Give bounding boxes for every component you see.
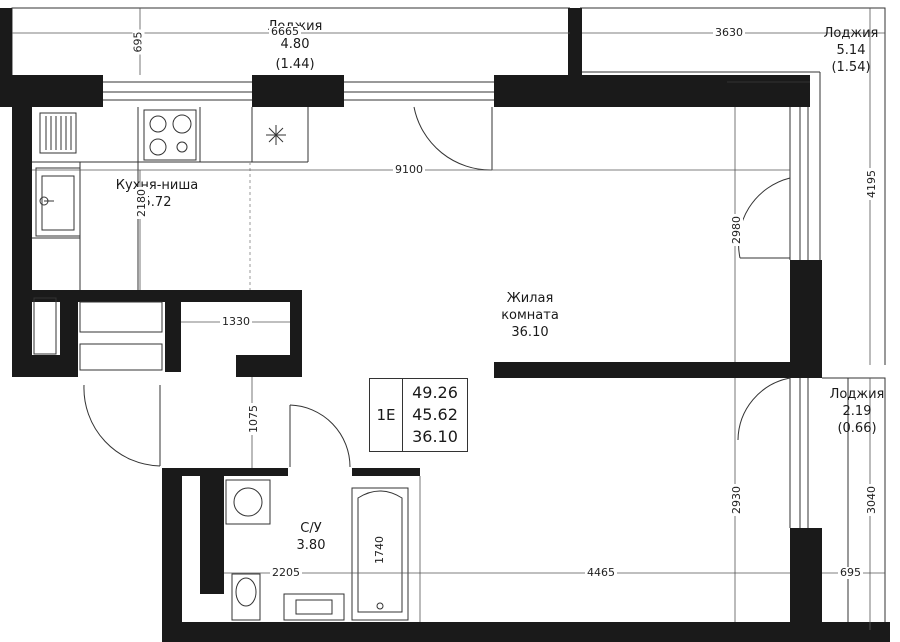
loggia-top-left-area: 4.80 (1.44)	[250, 36, 340, 73]
room-name-line1: Жилая	[506, 291, 554, 306]
dim-695-top: 695	[131, 29, 145, 55]
dim-1075: 1075	[247, 403, 260, 435]
wall-closet-mid	[165, 302, 181, 372]
closet-fixtures	[33, 297, 163, 371]
wall-closet-top	[32, 290, 302, 302]
wall-left-upper	[0, 8, 12, 75]
wall-right-upper	[790, 260, 822, 378]
wall-loggia-divider	[568, 8, 582, 75]
room-name: Лоджия	[823, 26, 879, 41]
wall-corridor-bottom	[236, 355, 302, 377]
room-area: 3.80	[296, 538, 326, 553]
dim-3630: 3630	[713, 26, 745, 39]
kitchen-label: Кухня-ниша 5.72	[102, 177, 212, 211]
dim-6665: 6665	[269, 25, 301, 38]
area-summary-table: 1Е 49.26 45.62 36.10	[369, 378, 468, 452]
dim-3040: 3040	[865, 484, 878, 516]
room-name: Кухня-ниша	[115, 178, 199, 193]
apartment-code: 1Е	[370, 379, 403, 451]
bathroom-fixtures	[225, 479, 409, 621]
dim-4465: 4465	[585, 566, 617, 579]
room-name: Лоджия	[829, 387, 885, 402]
wall-closet-bottom	[12, 355, 78, 377]
room-reduced-area: (1.54)	[831, 60, 871, 75]
kitchen-fixtures	[32, 107, 309, 290]
loggia-top-right-label: Лоджия 5.14 (1.54)	[806, 25, 896, 76]
wall-bottom	[162, 622, 890, 642]
wall-living-bottom	[494, 362, 822, 378]
dim-2980: 2980	[730, 214, 743, 246]
room-area: 4.80	[280, 37, 310, 52]
room-area: 2.19	[842, 404, 872, 419]
area-values: 49.26 45.62 36.10	[403, 382, 467, 448]
dim-1740: 1740	[373, 534, 386, 566]
room-area: 5.14	[836, 43, 866, 58]
room-area: 5.72	[142, 195, 172, 210]
total-area: 49.26	[412, 383, 458, 402]
room-reduced-area: (0.66)	[837, 421, 877, 436]
loggia-right-label: Лоджия 2.19 (0.66)	[812, 386, 900, 437]
doors	[83, 106, 791, 468]
wall-bath-inner	[200, 476, 224, 594]
dim-2180: 2180	[135, 187, 148, 219]
dim-2205: 2205	[270, 566, 302, 579]
wall-top-left-bar	[0, 75, 103, 107]
dim-2930: 2930	[730, 484, 743, 516]
dim-9100: 9100	[393, 163, 425, 176]
room-name-line2: комната	[501, 308, 559, 323]
living-area: 36.10	[412, 427, 458, 446]
room-area: 36.10	[511, 325, 549, 340]
room-reduced-area: (1.44)	[275, 57, 315, 72]
bathroom-label: С/У 3.80	[276, 520, 346, 554]
dim-695-right: 695	[838, 566, 863, 579]
dim-4195: 4195	[865, 168, 878, 200]
wall-top-right	[494, 75, 810, 107]
wall-left	[12, 107, 32, 377]
living-area-total: 45.62	[412, 405, 458, 424]
wall-top-mid	[252, 75, 344, 107]
wall-bath-top-right	[352, 468, 420, 476]
dim-1330: 1330	[220, 315, 252, 328]
walls	[0, 8, 890, 642]
wall-bath-left	[162, 468, 182, 642]
living-room-label: Жилая комната 36.10	[480, 290, 580, 341]
room-name: С/У	[300, 521, 322, 536]
windows	[103, 81, 810, 528]
wall-bath-top	[162, 468, 288, 476]
